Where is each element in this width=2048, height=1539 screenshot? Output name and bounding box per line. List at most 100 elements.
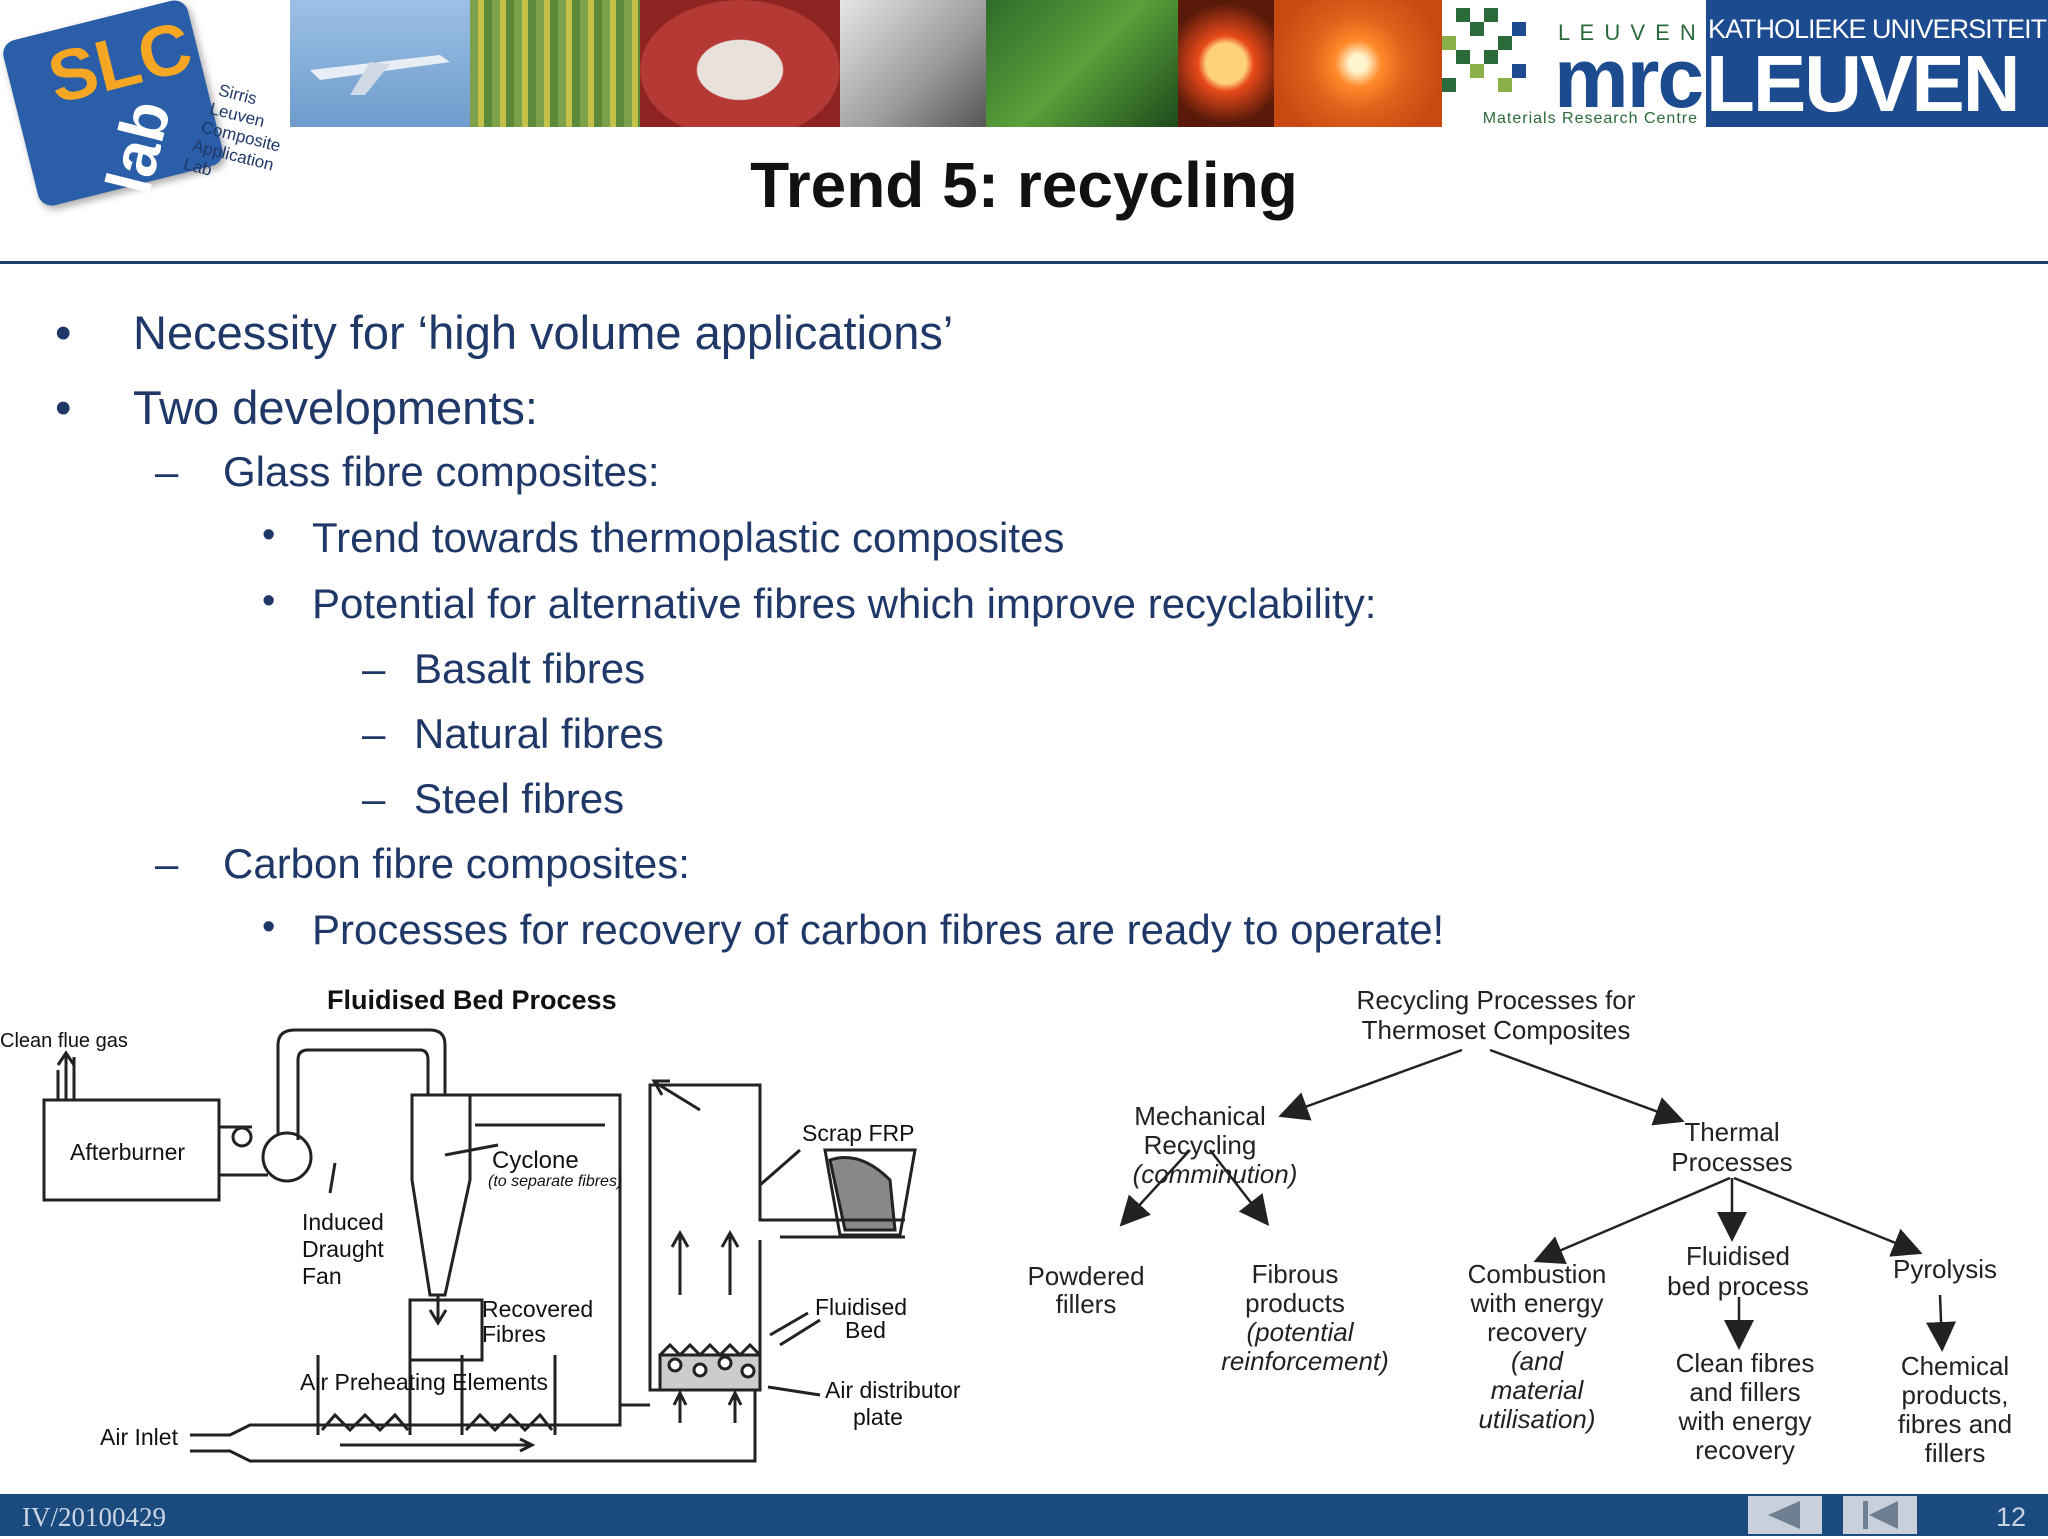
fb-cyclone-note: (to separate fibres) (488, 1173, 622, 1190)
tree-combustion-3: recovery (1487, 1317, 1587, 1347)
item-natural: Natural fibres (414, 710, 664, 757)
tree-fibrous-4: reinforcement) (1221, 1346, 1389, 1376)
tree-chemical-3: fibres and (1898, 1409, 2012, 1439)
skip-back-icon (1863, 1501, 1898, 1529)
tree-clean-2: and fillers (1689, 1377, 1800, 1407)
tree-chemical-2: products, (1902, 1380, 2009, 1410)
fluidised-bed-diagram: Fluidised Bed Process Clean flue gas Aft… (0, 985, 961, 1463)
photo-strip (290, 0, 1442, 127)
recovered-fibres-box (408, 1298, 484, 1362)
tree-thermal-1: Thermal (1684, 1117, 1779, 1147)
dash-marker: – (155, 840, 179, 887)
fb-title: Fluidised Bed Process (327, 985, 617, 1015)
kul-top-text: KATHOLIEKE UNIVERSITEIT (1708, 14, 2047, 44)
fb-recovered-2: Fibres (482, 1321, 546, 1347)
fb-air-dist-1: Air distributor (825, 1377, 961, 1403)
tree-clean-3: with energy (1678, 1406, 1812, 1436)
bullet-marker: • (55, 381, 72, 434)
prev-slide-button[interactable] (1748, 1496, 1822, 1534)
tree-combustion-4: (and (1511, 1346, 1565, 1376)
tree-fibrous-2: products (1245, 1288, 1345, 1318)
afterburner-box (42, 1098, 221, 1202)
header-divider (0, 261, 2048, 264)
tree-chemical-4: fillers (1925, 1438, 1986, 1468)
fb-fan-3: Fan (302, 1263, 342, 1289)
fb-clean-flue: Clean flue gas (0, 1030, 128, 1052)
bullet-marker: • (55, 306, 72, 359)
fan-icon (261, 1131, 313, 1183)
tree-combustion-1: Combustion (1468, 1259, 1607, 1289)
tree-clean-4: recovery (1695, 1435, 1795, 1465)
tree-fluidised-2: bed process (1667, 1271, 1809, 1301)
first-slide-button[interactable] (1843, 1496, 1917, 1534)
tree-mech-3: (comminution) (1133, 1159, 1298, 1189)
slide-header: SLC lab Sirris Leuven Composite Applicat… (0, 0, 2048, 264)
tree-fibrous-1: Fibrous (1252, 1259, 1339, 1289)
tree-powdered-1: Powdered (1027, 1261, 1144, 1291)
tree-fibrous-3: (potential (1247, 1317, 1355, 1347)
triangle-left-icon (1768, 1501, 1800, 1529)
tree-combustion-2: with energy (1470, 1288, 1604, 1318)
bullet-marker: • (262, 906, 276, 948)
dash-marker: – (362, 710, 386, 757)
mrc-checker-icon (1442, 8, 1526, 92)
tree-mech-1: Mechanical (1134, 1101, 1266, 1131)
recycling-tree-diagram: Recycling Processes for Thermoset Compos… (1027, 985, 2012, 1468)
tree-chemical-1: Chemical (1901, 1351, 2009, 1381)
photo-furnace (1178, 0, 1274, 127)
sub-carbon-recovery: Processes for recovery of carbon fibres … (312, 906, 1445, 953)
tree-fluidised-1: Fluidised (1686, 1241, 1790, 1271)
page-number: 12 (1996, 1502, 2027, 1532)
fb-recovered-1: Recovered (482, 1296, 593, 1322)
tree-root-1: Recycling Processes for (1357, 985, 1636, 1015)
dash-marker: – (362, 775, 386, 822)
fb-cyclone: Cyclone (492, 1147, 579, 1174)
fb-air-preheating: Air Preheating Elements (300, 1369, 548, 1395)
dash-marker: – (362, 645, 386, 692)
fb-afterburner: Afterburner (70, 1139, 185, 1165)
tree-root-2: Thermoset Composites (1362, 1015, 1631, 1045)
item-basalt: Basalt fibres (414, 645, 646, 692)
dash-marker: – (155, 448, 179, 495)
tree-combustion-5: material (1491, 1375, 1585, 1405)
fb-air-inlet: Air Inlet (100, 1424, 179, 1450)
tree-thermal-2: Processes (1671, 1147, 1792, 1177)
bullet-marker: • (262, 514, 276, 556)
fb-fan-2: Draught (302, 1236, 384, 1262)
mrc-main-text: mrc (1554, 31, 1704, 125)
item-steel: Steel fibres (414, 775, 625, 822)
kul-main-text: LEUVEN (1706, 39, 2020, 128)
sub-carbon-fibre: Carbon fibre composites: (223, 840, 690, 887)
bullet-high-volume: Necessity for ‘high volume applications’ (133, 306, 954, 359)
fb-fan-1: Induced (302, 1209, 384, 1235)
fb-fluidised-1: Fluidised (815, 1294, 907, 1320)
sub-alternative-fibres: Potential for alternative fibres which i… (312, 580, 1377, 627)
scrap-hopper (823, 1148, 917, 1237)
tree-pyrolysis: Pyrolysis (1893, 1254, 1997, 1284)
bullet-marker: • (262, 580, 276, 622)
tree-clean-1: Clean fibres (1676, 1348, 1815, 1378)
mrc-leuven-text: L E U V E N (1558, 20, 1698, 45)
bullet-two-developments: Two developments: (133, 381, 538, 434)
tree-powdered-2: fillers (1056, 1289, 1117, 1319)
photo-circuit (470, 0, 640, 127)
photo-nanotube (986, 0, 1178, 127)
footer-code: IV/20100429 (22, 1502, 166, 1532)
slide-title: Trend 5: recycling (750, 149, 1298, 221)
mrc-sub-text: Materials Research Centre (1482, 110, 1698, 127)
fb-air-dist-2: plate (853, 1404, 903, 1430)
photo-airplane (290, 0, 470, 127)
photo-machine (840, 0, 986, 127)
mrc-logo: L E U V E N mrc Materials Research Centr… (1442, 0, 1704, 130)
fb-fluidised-2: Bed (845, 1317, 886, 1343)
cyclone-shape (410, 1093, 472, 1297)
photo-glow (1274, 0, 1442, 127)
tree-mech-2: Recycling (1144, 1130, 1257, 1160)
fb-scrap: Scrap FRP (802, 1120, 914, 1146)
sub-glass-fibre: Glass fibre composites: (223, 448, 660, 495)
tree-combustion-6: utilisation) (1478, 1404, 1595, 1434)
kuleuven-logo: KATHOLIEKE UNIVERSITEIT LEUVEN (1706, 0, 2048, 128)
photo-rope (640, 0, 840, 127)
slide-footer (0, 1494, 2048, 1536)
sub-thermoplastic: Trend towards thermoplastic composites (312, 514, 1065, 561)
